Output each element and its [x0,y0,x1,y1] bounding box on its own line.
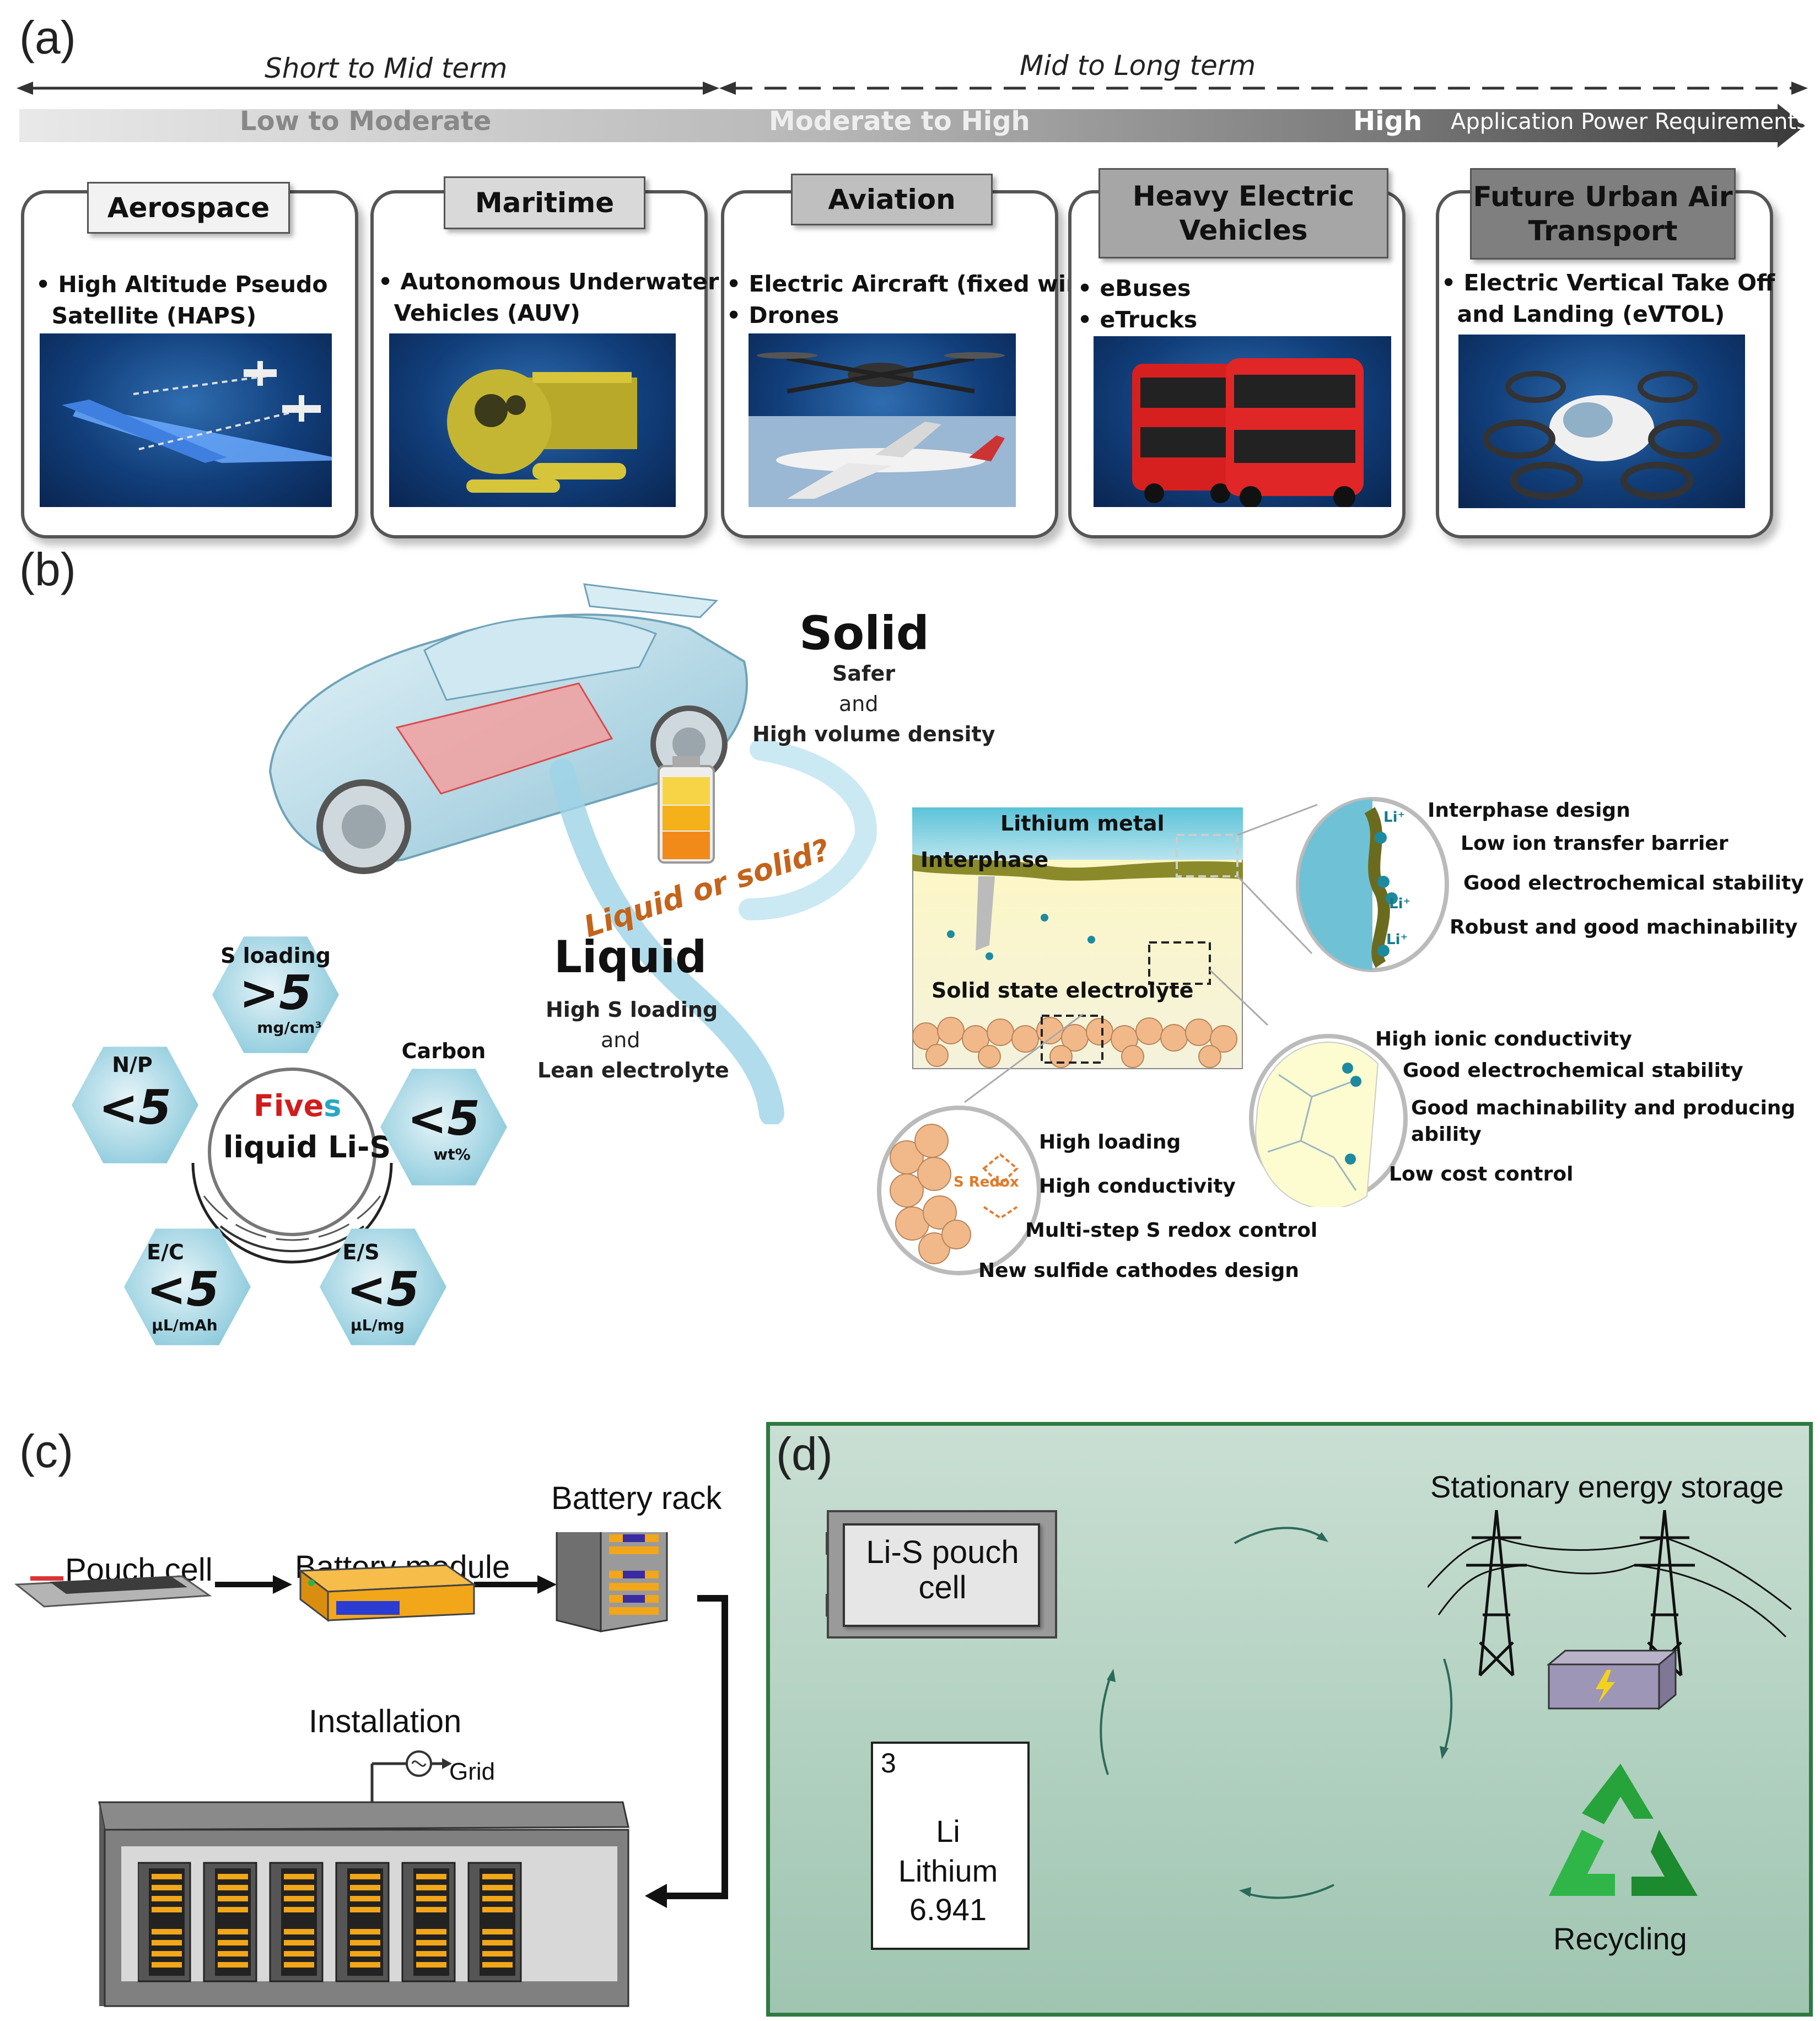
power-mid-label: Moderate to High [769,106,1030,137]
card-aviation-bullet: • Electric Aircraft (fixed wings)• Drone… [726,271,1122,329]
stationary-storage-label: Stationary energy storage [1430,1469,1784,1504]
card-heavy-ev-bullet: • eBuses• eTrucks [1078,275,1198,333]
callout-electrolyte-2: Good electrochemical stability [1403,1059,1743,1082]
callout-electrolyte-3: Good machinability and producing [1411,1097,1796,1119]
power-caption: Application Power Requirements [1451,109,1808,134]
term-arrows [17,82,1808,95]
solid-electrolyte-label: Solid state electrolyte [931,978,1194,1003]
zoom-connector-lines [964,804,1318,1103]
callout-cathode-1: High loading [1039,1131,1181,1154]
transmission-towers-icon [1428,1510,1791,1677]
hex-np: N/P <5 [72,1042,198,1168]
panel-c-label: (c) [19,1425,73,1477]
hex-ec: E/C <5 μL/mAh [124,1224,251,1350]
lithium-element-tile [871,1742,1030,1950]
ebus-image [1094,336,1391,508]
element-symbol: Li [936,1814,960,1848]
long-term-label: Mid to Long term [1020,50,1256,82]
callout-interphase-1: Interphase design [1428,799,1630,822]
lithium-metal-label: Lithium metal [1000,811,1165,836]
callout-cathode-3: Multi-step S redox control [1025,1219,1318,1242]
power-requirement-arrow [19,104,1805,148]
liquid-solid-swirl [550,739,877,1124]
hex-s-loading: S loading >5 mg/cm³ [212,931,339,1058]
callout-cathode-2: High conductivity [1039,1175,1236,1198]
card-urban-air-bullet: • Electric Vertical Take Off and Landing… [1441,270,1775,328]
li-ion-label-3: Li⁺ [1386,931,1408,948]
recycling-icon [1549,1764,1698,1896]
cathode-zoom-circle [877,1106,1041,1275]
solid-line1: Safer [832,661,896,686]
callout-electrolyte-4: ability [1411,1123,1482,1146]
s-redox-label: S Redox [954,1174,1019,1190]
evtol-image [1458,335,1745,508]
card-aviation-title: Aviation [791,174,993,225]
callout-interphase-4: Robust and good machinability [1450,916,1798,939]
grid-label: Grid [449,1758,496,1785]
drone-airplane-image [749,333,1016,507]
liquid-line3: Lean electrolyte [537,1058,729,1082]
card-aerospace-bullet: • High Altitude Pseudo Satellite (HAPS) [36,271,328,330]
callout-interphase-3: Good electrochemical stability [1463,872,1804,894]
auv-image [389,333,676,507]
liquid-title: Liquid [554,931,707,983]
callout-interphase-2: Low ion transfer barrier [1461,832,1729,855]
interphase-label: Interphase [920,848,1049,872]
interphase-zoom-circle [1296,797,1449,972]
panel-b-label: (b) [19,543,76,595]
short-term-label: Short to Mid term [265,52,508,84]
callout-cathode-4: New sulfide cathodes design [978,1259,1299,1282]
liquid-line2: and [601,1028,640,1052]
fives-subtitle: liquid Li-S [223,1130,391,1165]
installation-label: Installation [309,1704,462,1739]
haps-aircraft-image [40,333,348,507]
element-name: Lithium [898,1853,998,1888]
installation-racks [138,1862,522,1982]
li-s-pouch-cell-box [827,1510,1057,1639]
li-ion-label-2: Li⁺ [1389,896,1411,912]
solid-title: Solid [799,606,929,660]
callout-electrolyte-5: Low cost control [1389,1163,1574,1185]
hex-es: E/S <5 μL/mg [320,1224,446,1350]
wireframe-car-illustration [268,583,748,874]
panel-a-label: (a) [19,12,76,63]
recycling-label: Recycling [1553,1921,1687,1956]
cycle-arrows [1100,1527,1453,1899]
fives-title: Fives [254,1088,342,1123]
element-mass: 6.941 [909,1892,987,1927]
card-aerospace-title: Aerospace [87,182,290,234]
electrolyte-zoom-circle [1249,1034,1408,1207]
card-maritime-bullet: • Autonomous Underwater Vehicles (AUV) [378,268,719,327]
battery-rack-label: Battery rack [551,1480,722,1516]
card-maritime-title: Maritime [444,176,645,229]
power-high-label: High [1353,106,1423,137]
power-low-label: Low to Moderate [240,106,492,137]
hex-carbon-mass: <5 wt% [380,1064,507,1190]
storage-battery-icon [1546,1648,1678,1711]
li-ion-label-1: Li⁺ [1383,809,1406,826]
solid-line3: High volume density [752,722,995,746]
liquid-line1: High S loading [546,998,718,1022]
callout-electrolyte-1: High ionic conductivity [1375,1028,1632,1050]
element-number: 3 [881,1748,896,1779]
solid-cell-diagram [912,807,1243,1069]
fives-center-circle [191,1068,393,1264]
panel-d-label: (d) [776,1428,833,1480]
solid-line2: and [839,692,879,716]
